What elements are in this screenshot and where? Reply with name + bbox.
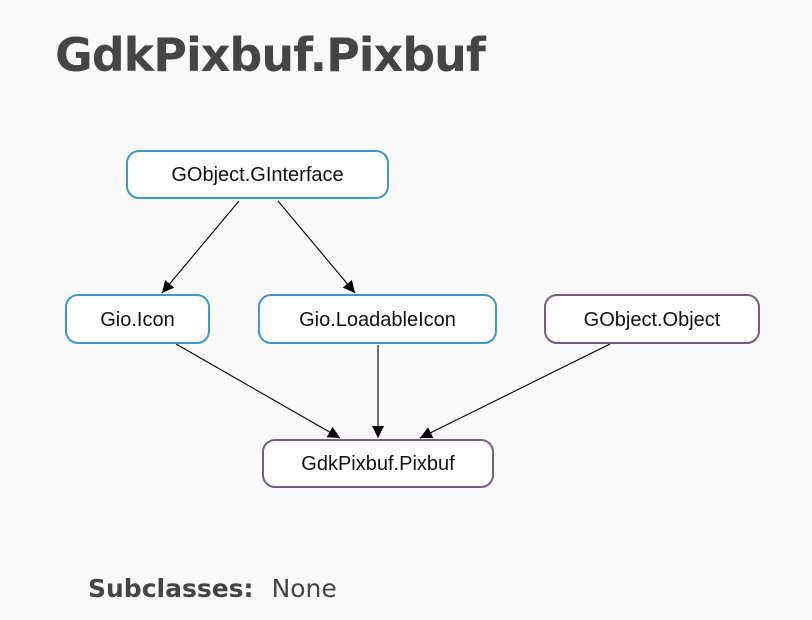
subclasses-value: None [271, 574, 337, 603]
node-gio-icon[interactable]: Gio.Icon [65, 294, 210, 344]
edge-ginterface-to-icon [161, 200, 240, 294]
edge-icon-to-pixbuf [175, 343, 341, 439]
node-label: GObject.GInterface [171, 164, 343, 186]
edge-gobject-to-pixbuf [419, 343, 611, 439]
node-gdkpixbuf-pixbuf[interactable]: GdkPixbuf.Pixbuf [262, 439, 494, 488]
page-title: GdkPixbuf.Pixbuf [55, 28, 486, 82]
node-gobject-object[interactable]: GObject.Object [544, 294, 760, 344]
subclasses-label: Subclasses: [88, 574, 254, 603]
diagram-edges [161, 200, 611, 439]
subclasses-section: Subclasses: None [88, 574, 337, 603]
node-gobject-ginterface[interactable]: GObject.GInterface [126, 150, 389, 199]
edge-ginterface-to-loadableicon [277, 200, 356, 294]
node-gio-loadableicon[interactable]: Gio.LoadableIcon [258, 294, 497, 344]
node-label: Gio.LoadableIcon [299, 309, 456, 331]
node-label: GdkPixbuf.Pixbuf [301, 453, 455, 475]
node-label: GObject.Object [584, 309, 721, 331]
node-label: Gio.Icon [100, 309, 174, 331]
